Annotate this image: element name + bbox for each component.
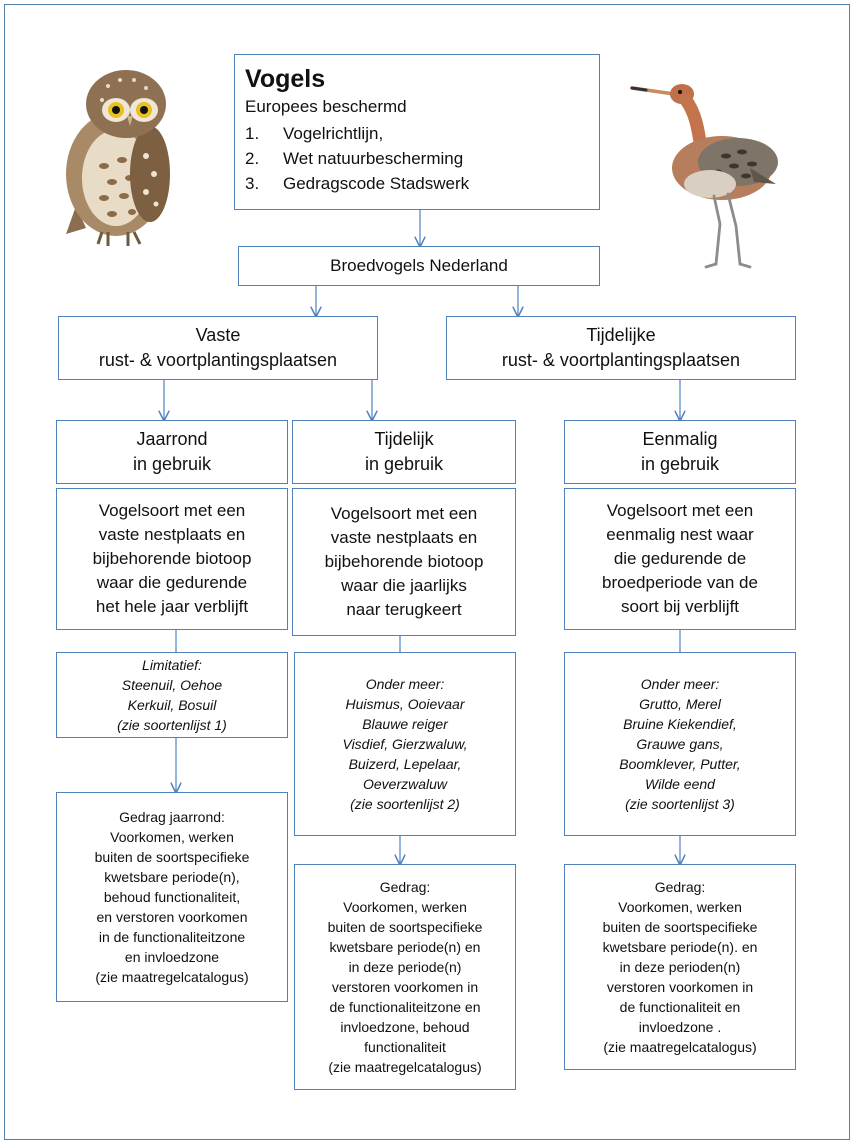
behaviour-box-jaarrond: Gedrag jaarrond: Voorkomen, werken buite… (56, 792, 288, 1002)
vogels-subtitle: Europees beschermd (245, 97, 407, 116)
protection-item: 3.Gedragscode Stadswerk (245, 174, 470, 193)
description-box-eenmalig: Vogelsoort met een eenmalig nest waar di… (564, 488, 796, 630)
usage-box-eenmalig: Eenmalig in gebruik (564, 420, 796, 484)
broedvogels-label: Broedvogels Nederland (330, 256, 508, 275)
species-box-jaarrond: Limitatief: Steenuil, Oehoe Kerkuil, Bos… (56, 652, 288, 738)
tijdelijke-plaatsen-box: Tijdelijke rust- & voortplantingsplaatse… (446, 316, 796, 380)
diagram-frame (4, 4, 850, 1140)
behaviour-box-tijdelijk: Gedrag: Voorkomen, werken buiten de soor… (294, 864, 516, 1090)
godwit-illustration (630, 84, 778, 269)
species-box-eenmalig: Onder meer: Grutto, Merel Bruine Kiekend… (564, 652, 796, 836)
protection-list: 1.Vogelrichtlijn, 2.Wet natuurbeschermin… (245, 121, 469, 196)
behaviour-box-eenmalig: Gedrag: Voorkomen, werken buiten de soor… (564, 864, 796, 1070)
protection-item: 1.Vogelrichtlijn, (245, 124, 384, 143)
species-box-tijdelijk: Onder meer: Huismus, Ooievaar Blauwe rei… (294, 652, 516, 836)
description-box-tijdelijk: Vogelsoort met een vaste nestplaats en b… (292, 488, 516, 636)
owl-illustration (66, 70, 170, 246)
vaste-plaatsen-box: Vaste rust- & voortplantingsplaatsen (58, 316, 378, 380)
broedvogels-box: Broedvogels Nederland (238, 246, 600, 286)
description-box-jaarrond: Vogelsoort met een vaste nestplaats en b… (56, 488, 288, 630)
vogels-title: Vogels (245, 65, 326, 93)
usage-box-jaarrond: Jaarrond in gebruik (56, 420, 288, 484)
protection-item: 2.Wet natuurbescherming (245, 149, 464, 168)
vogels-box: Vogels Europees beschermd 1.Vogelrichtli… (234, 54, 600, 210)
usage-box-tijdelijk: Tijdelijk in gebruik (292, 420, 516, 484)
